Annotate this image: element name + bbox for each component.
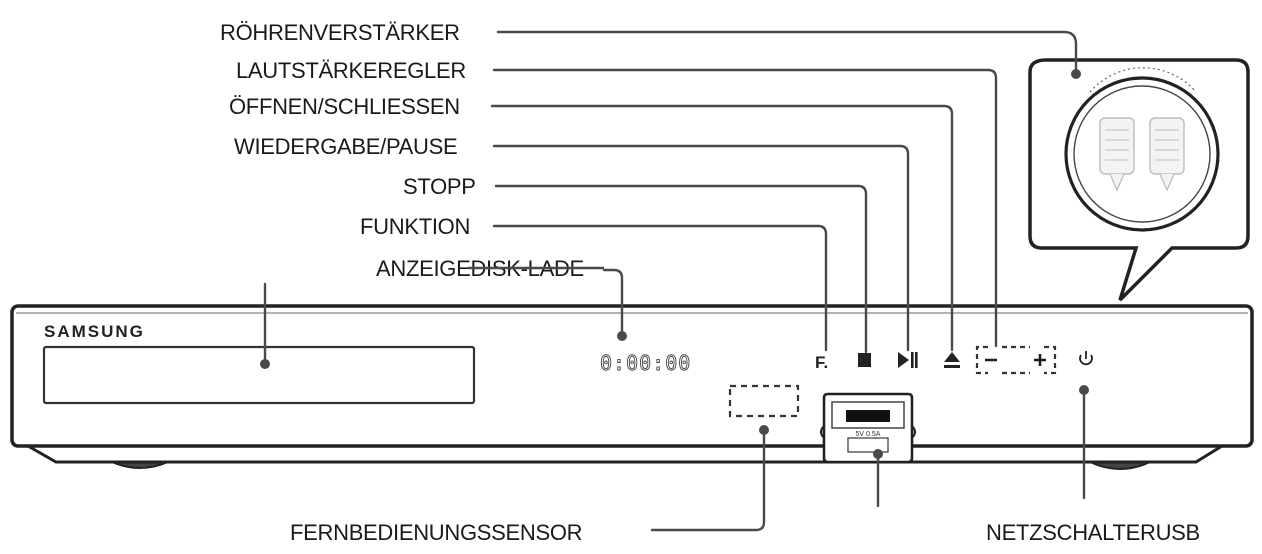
vacuum-tube-right — [1149, 117, 1185, 192]
label-tube-amp: RÖHRENVERSTÄRKER — [220, 20, 460, 45]
eject-button[interactable] — [944, 352, 960, 368]
front-panel — [10, 304, 1254, 448]
callout-labels: RÖHRENVERSTÄRKER LAUTSTÄRKEREGLER ÖFFNEN… — [220, 20, 1200, 545]
leader-lines — [260, 30, 1089, 532]
power-icon[interactable] — [1079, 351, 1093, 366]
play-pause-button[interactable] — [898, 352, 918, 368]
label-remote-sensor: FERNBEDIENUNGSSENSOR — [290, 520, 582, 545]
stop-button[interactable] — [858, 353, 871, 367]
function-button[interactable]: F. — [815, 353, 828, 372]
tube-window-inner — [1073, 85, 1211, 223]
label-power-usb: NETZSCHALTERUSB — [986, 520, 1200, 545]
tube-window-outer — [1064, 76, 1220, 232]
label-function: FUNKTION — [360, 214, 470, 239]
front-display: 0:00:00 — [600, 351, 691, 375]
usb-port[interactable]: 5V 0.5A — [820, 392, 916, 464]
remote-sensor-window — [728, 384, 800, 418]
device-body: SAMSUNG 0:00:00 5V 0.5A F. — [10, 304, 1254, 470]
usb-rating: 5V 0.5A — [856, 431, 881, 438]
label-open-close: ÖFFNEN/SCHLIESSEN — [229, 94, 460, 119]
usb-slot — [846, 410, 890, 422]
brand-logo: SAMSUNG — [44, 322, 145, 341]
label-volume: LAUTSTÄRKEREGLER — [236, 58, 466, 83]
vacuum-tube-left — [1099, 117, 1135, 192]
foot-right — [1089, 461, 1151, 470]
label-stop: STOPP — [403, 174, 476, 199]
label-play-pause: WIEDERGABE/PAUSE — [234, 134, 457, 159]
volume-control[interactable] — [975, 345, 1057, 375]
tube-amp-callout — [1028, 58, 1250, 302]
disc-tray[interactable] — [42, 345, 476, 405]
